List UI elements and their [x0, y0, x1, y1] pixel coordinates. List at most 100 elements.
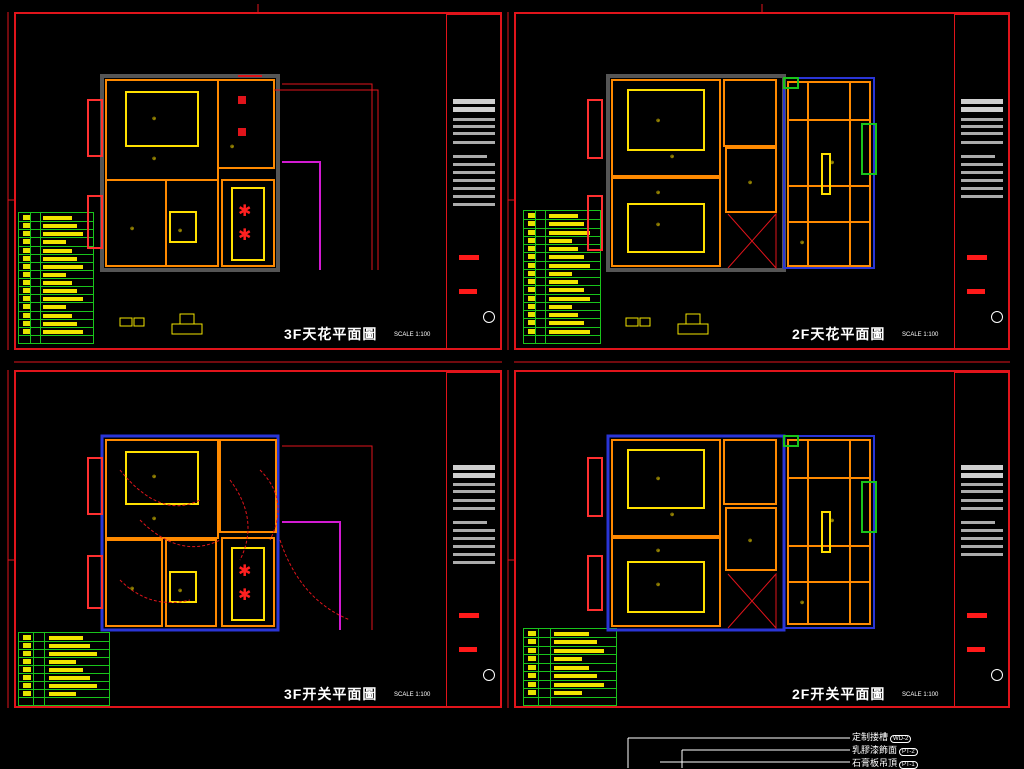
legend-row-line — [19, 673, 109, 674]
svg-text:✱: ✱ — [238, 563, 251, 580]
svg-text:⊕: ⊕ — [152, 516, 156, 522]
legend-row-line — [524, 679, 616, 681]
legend-description-bar — [43, 305, 66, 310]
legend-table — [523, 628, 617, 706]
legend-symbol-icon — [528, 237, 536, 243]
drawing-title: 3F开关平面圖 — [284, 686, 378, 702]
north-arrow-icon — [991, 311, 1003, 323]
sheet-3f-switch[interactable]: 3F开关平面圖 SCALE 1:100 — [14, 370, 502, 708]
legend-description-bar — [43, 256, 78, 261]
legend-symbol-icon — [528, 664, 536, 670]
legend-row-line — [19, 689, 109, 690]
legend-description-bar — [43, 248, 72, 253]
legend-row-line — [524, 318, 600, 320]
svg-text:⊕: ⊕ — [656, 222, 660, 228]
legend-symbol-icon — [528, 647, 536, 653]
legend-description-bar — [43, 329, 84, 334]
legend-row-line — [19, 245, 93, 247]
legend-row-line — [19, 286, 93, 288]
legend-symbol-icon — [23, 288, 31, 294]
legend-description-bar — [43, 297, 84, 302]
legend-row-line — [524, 277, 600, 278]
legend-row-line — [524, 645, 616, 647]
legend-row-line — [524, 235, 600, 237]
legend-symbol-icon — [23, 271, 31, 277]
legend-description-bar — [549, 321, 585, 326]
drawing-title: 3F天花平面圖 — [284, 326, 378, 342]
svg-text:✱: ✱ — [238, 203, 251, 220]
legend-symbol-icon — [23, 659, 31, 664]
floor-plan-2f-switch — [587, 434, 877, 632]
legend-row-line — [19, 641, 109, 642]
legend-col-line — [545, 211, 547, 343]
sheet-3f-ceiling[interactable]: 3F天花平面圖 SCALE 1:100 — [14, 12, 502, 350]
legend-symbol-icon — [528, 254, 536, 260]
legend-description-bar — [43, 240, 66, 245]
legend-description-bar — [48, 652, 98, 656]
legend-symbol-icon — [23, 255, 31, 261]
svg-text:⊕: ⊕ — [748, 180, 752, 186]
legend-symbol-icon — [528, 690, 536, 696]
north-arrow-icon — [483, 669, 495, 681]
legend-symbol-icon — [23, 635, 31, 640]
legend-description-bar — [549, 280, 578, 284]
legend-row-line — [19, 681, 109, 682]
legend-symbol-icon — [528, 312, 536, 317]
floor-plan-2f-ceiling — [587, 74, 877, 272]
legend-symbol-icon — [23, 223, 31, 229]
sheet-2f-ceiling[interactable]: 2F天花平面圖 SCALE 1:100 — [514, 12, 1010, 350]
title-block — [446, 14, 502, 350]
sheet-2f-switch[interactable]: 2F开关平面圖 SCALE 1:100 — [514, 370, 1010, 708]
legend-symbol-icon — [23, 691, 31, 696]
legend-symbol-icon — [528, 673, 536, 679]
legend-description-bar — [549, 329, 591, 334]
legend-row-line — [524, 244, 600, 245]
svg-text:⊕: ⊕ — [152, 116, 156, 122]
legend-description-bar — [43, 321, 78, 326]
scale-label: SCALE 1:100 — [902, 332, 939, 338]
legend-row-line — [19, 302, 93, 304]
svg-text:⊕: ⊕ — [800, 600, 804, 606]
legend-col-line — [30, 213, 32, 343]
legend-symbol-icon — [23, 239, 31, 245]
legend-row-line — [19, 310, 93, 312]
legend-row-line — [524, 334, 600, 336]
legend-description-bar — [48, 676, 91, 680]
legend-description-bar — [43, 224, 78, 229]
legend-col-line — [39, 213, 41, 343]
legend-symbol-icon — [23, 667, 31, 672]
legend-row-line — [19, 318, 93, 320]
legend-description-bar — [48, 692, 76, 696]
svg-text:⊕: ⊕ — [656, 190, 660, 196]
legend-symbol-icon — [23, 296, 31, 302]
floor-plan-3f-ceiling: ✱ ✱ — [87, 74, 379, 272]
legend-symbol-icon — [528, 229, 536, 235]
legend-row-line — [19, 237, 93, 239]
legend-description-bar — [549, 288, 585, 293]
legend-description-bar — [554, 657, 582, 662]
legend-symbol-icon — [528, 287, 536, 293]
legend-table — [18, 632, 110, 706]
legend-row-line — [524, 252, 600, 254]
legend-symbol-icon — [528, 213, 536, 218]
legend-symbol-icon — [23, 675, 31, 680]
legend-description-bar — [549, 296, 591, 301]
legend-row-line — [524, 637, 616, 639]
legend-description-bar — [43, 272, 66, 277]
legend-symbol-icon — [528, 328, 536, 334]
legend-symbol-icon — [23, 320, 31, 326]
svg-text:⊕: ⊕ — [800, 240, 804, 246]
legend-symbol-icon — [528, 631, 536, 636]
legend-description-bar — [554, 665, 590, 670]
legend-symbol-icon — [528, 221, 536, 227]
legend-row-line — [524, 227, 600, 229]
drawing-title: 2F天花平面圖 — [792, 326, 886, 342]
svg-text:⊕: ⊕ — [670, 154, 674, 160]
legend-row-line — [524, 662, 616, 664]
svg-text:⊕: ⊕ — [178, 588, 182, 594]
svg-text:✱: ✱ — [238, 227, 251, 244]
legend-symbol-icon — [23, 263, 31, 269]
